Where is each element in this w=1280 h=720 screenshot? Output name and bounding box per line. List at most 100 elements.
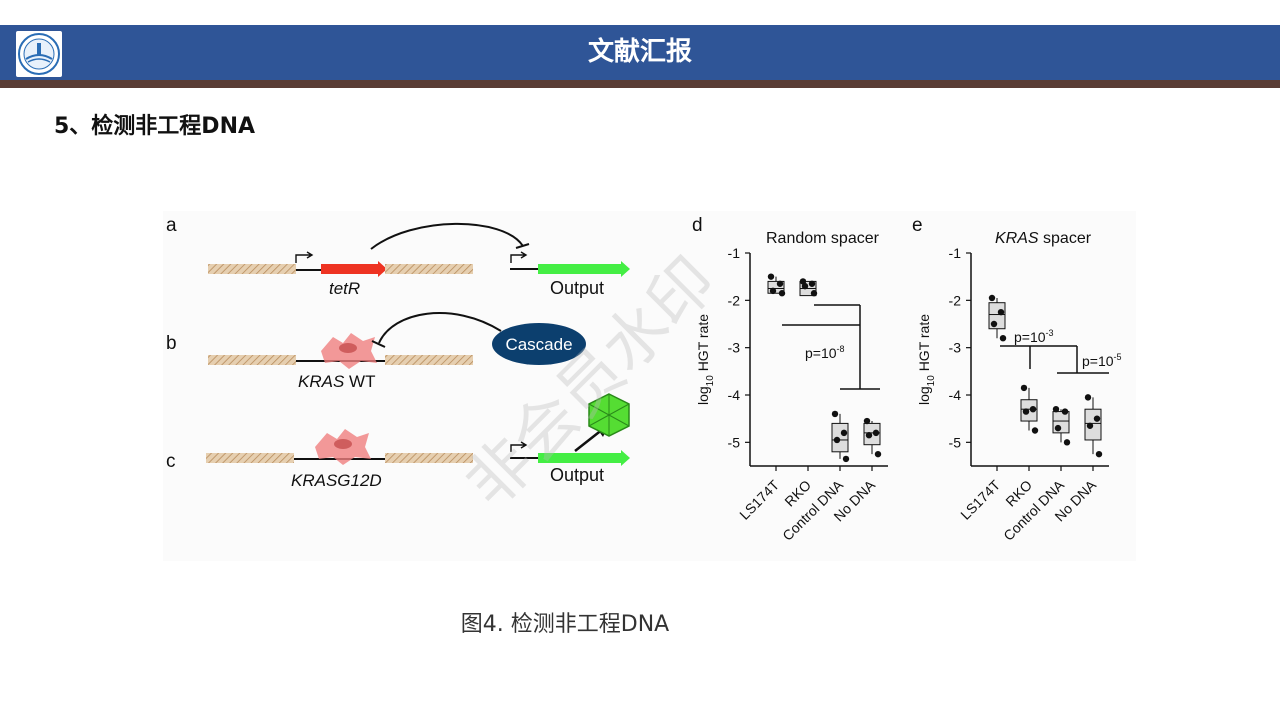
y-tick-label: -2 [949, 292, 962, 308]
panel-d-label: d [692, 215, 703, 236]
section-heading: 5、检测非工程DNA [54, 114, 256, 139]
pvalue-d: p=10-8 [805, 344, 845, 361]
panel-b-label: b [166, 333, 177, 354]
repression-arc [378, 312, 502, 344]
y-tick-label: -5 [949, 434, 962, 450]
output-label-a: Output [550, 278, 604, 298]
repression-bar-icon [515, 243, 530, 249]
y-tick-label: -3 [949, 340, 962, 356]
data-point [840, 429, 848, 437]
signal-arrow [574, 428, 604, 452]
cell-nucleus-icon [334, 439, 352, 449]
kras-g12d-label: KRASG12D [291, 471, 382, 490]
data-point [988, 294, 996, 302]
plasmid-segment [208, 264, 296, 274]
promoter-arrow-icon [510, 441, 528, 452]
chart-e-title-italic: KRAS [995, 230, 1039, 247]
data-point [801, 282, 809, 290]
pvalue-e2-exp: -5 [1114, 352, 1122, 362]
chart-d-title: Random spacer [766, 230, 880, 247]
data-point [990, 320, 998, 328]
data-point [1031, 427, 1039, 434]
output-label-c: Output [550, 465, 604, 485]
y-axis-label: log10 HGT rate [695, 314, 716, 405]
data-point [1022, 408, 1030, 415]
significance-bracket-e [1000, 345, 1109, 374]
data-point [1029, 406, 1037, 413]
promoter-arrow-icon [510, 251, 528, 263]
data-point [778, 290, 786, 297]
box [863, 422, 881, 446]
kras-wt-label: KRAS WT [298, 372, 375, 391]
significance-bracket-d [782, 304, 880, 390]
figure-panel: a tetR Output b Cascade KRAS WT c KRASG1… [163, 211, 1136, 561]
data-point [863, 417, 871, 425]
box [831, 422, 849, 453]
repression-bar-icon [371, 340, 386, 348]
kras-gene-name: KRAS [298, 372, 345, 391]
y-axis-label-sub: 10 [705, 375, 716, 387]
x-tick-label: LS174T [736, 476, 782, 522]
y-tick-label: -4 [728, 387, 741, 403]
y-axis-label-rest: HGT rate [916, 314, 932, 375]
plasmid-segment [208, 355, 296, 365]
chart-e-title-rest: spacer [1039, 230, 1092, 247]
plasmid-segment [385, 264, 473, 274]
panel-c-label: c [166, 451, 176, 472]
phage-icon [588, 393, 630, 437]
figure-caption: 图4. 检测非工程DNA [460, 612, 670, 637]
data-point [1063, 439, 1071, 446]
header-bar [0, 25, 1280, 80]
data-point [872, 429, 880, 437]
y-axis-label-log: log [695, 386, 711, 405]
pvalue-d-base: p=10 [805, 345, 837, 361]
data-point [767, 273, 775, 280]
y-axis-label-sub: 10 [926, 375, 937, 387]
data-point [831, 410, 839, 418]
data-point [1052, 406, 1060, 413]
data-point [1095, 450, 1103, 458]
y-tick-label: -3 [728, 340, 741, 356]
panel-a-label: a [166, 215, 177, 236]
data-point [999, 335, 1007, 342]
plasmid-segment [385, 453, 473, 463]
data-point [1020, 384, 1028, 392]
data-point [1054, 424, 1062, 432]
data-point [808, 280, 816, 287]
data-point [997, 308, 1005, 316]
pvalue-e2: p=10-5 [1082, 352, 1122, 369]
kras-wt-text: KRAS WT [298, 372, 375, 391]
pvalue-e2-base: p=10 [1082, 353, 1114, 369]
data-point [1086, 422, 1094, 429]
data-point [833, 436, 841, 444]
pvalue-e1: p=10-3 [1014, 328, 1054, 345]
pvalue-e1-exp: -3 [1046, 328, 1054, 338]
output-gene [538, 261, 630, 277]
y-axis-label-log: log [916, 386, 932, 405]
data-point [1061, 408, 1069, 415]
cascade-label: Cascade [505, 335, 572, 354]
university-seal-icon [16, 31, 62, 77]
cascade-complex [492, 323, 586, 365]
data-point [874, 450, 882, 458]
page-title: 文献汇报 [587, 37, 692, 67]
box [1020, 399, 1038, 422]
panel-e-label: e [912, 215, 923, 236]
data-point [865, 432, 873, 439]
y-axis-label-rest: HGT rate [695, 314, 711, 375]
kras-variant: WT [344, 372, 375, 391]
y-axis-label: log10 HGT rate [916, 314, 937, 405]
data-point [1084, 394, 1092, 401]
repression-arc [370, 222, 524, 250]
box [767, 280, 785, 294]
data-point [769, 287, 777, 295]
y-tick-label: -5 [728, 434, 741, 450]
data-point [842, 455, 850, 463]
pvalue-d-exp: -8 [837, 344, 845, 354]
chart-e-title: KRAS spacer [995, 230, 1092, 247]
x-tick-label: LS174T [957, 476, 1003, 522]
plasmid-segment [206, 453, 294, 463]
promoter-arrow-icon [295, 251, 314, 263]
plasmid-segment [385, 355, 473, 365]
